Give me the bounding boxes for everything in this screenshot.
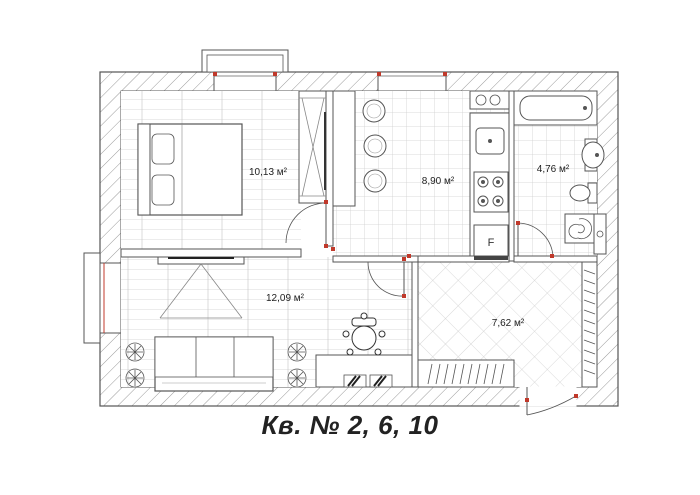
plant-icons xyxy=(125,342,307,388)
hallway-area-label: 7,62 м² xyxy=(492,318,525,329)
bay-window xyxy=(83,252,122,344)
kitchen-opening xyxy=(331,247,411,258)
office-chair-icon xyxy=(342,312,386,356)
sofa-icon xyxy=(154,336,274,392)
bathtub-icon xyxy=(513,90,598,126)
fridge-label: F xyxy=(488,237,495,249)
washbasin-icon xyxy=(581,138,605,172)
boiler-icon xyxy=(593,213,607,255)
hallway-wardrobe xyxy=(581,261,598,388)
kitchen-area-label: 8,90 м² xyxy=(422,176,455,187)
wardrobe xyxy=(298,90,327,204)
shoe-rack xyxy=(417,359,515,388)
living-area-label: 12,09 м² xyxy=(266,293,305,304)
tv-unit xyxy=(157,256,245,319)
bedroom-area-label: 10,13 м² xyxy=(249,167,288,178)
internal-walls xyxy=(120,90,598,388)
bathroom-door xyxy=(516,221,554,258)
kitchen-bar xyxy=(332,90,387,207)
washing-machine-icon xyxy=(564,213,595,244)
kitchen-units: F xyxy=(469,90,510,260)
entrance-door xyxy=(519,386,578,416)
balcony xyxy=(201,49,289,73)
stove-icon xyxy=(473,171,509,213)
living-door xyxy=(367,257,406,298)
double-bed xyxy=(137,123,243,216)
bathroom-area-label: 4,76 м² xyxy=(537,164,570,175)
bedroom-door xyxy=(285,200,328,248)
desk-icon xyxy=(315,354,413,388)
toilet-icon xyxy=(569,182,598,204)
apartment-caption: Кв. № 2, 6, 10 xyxy=(261,410,439,440)
